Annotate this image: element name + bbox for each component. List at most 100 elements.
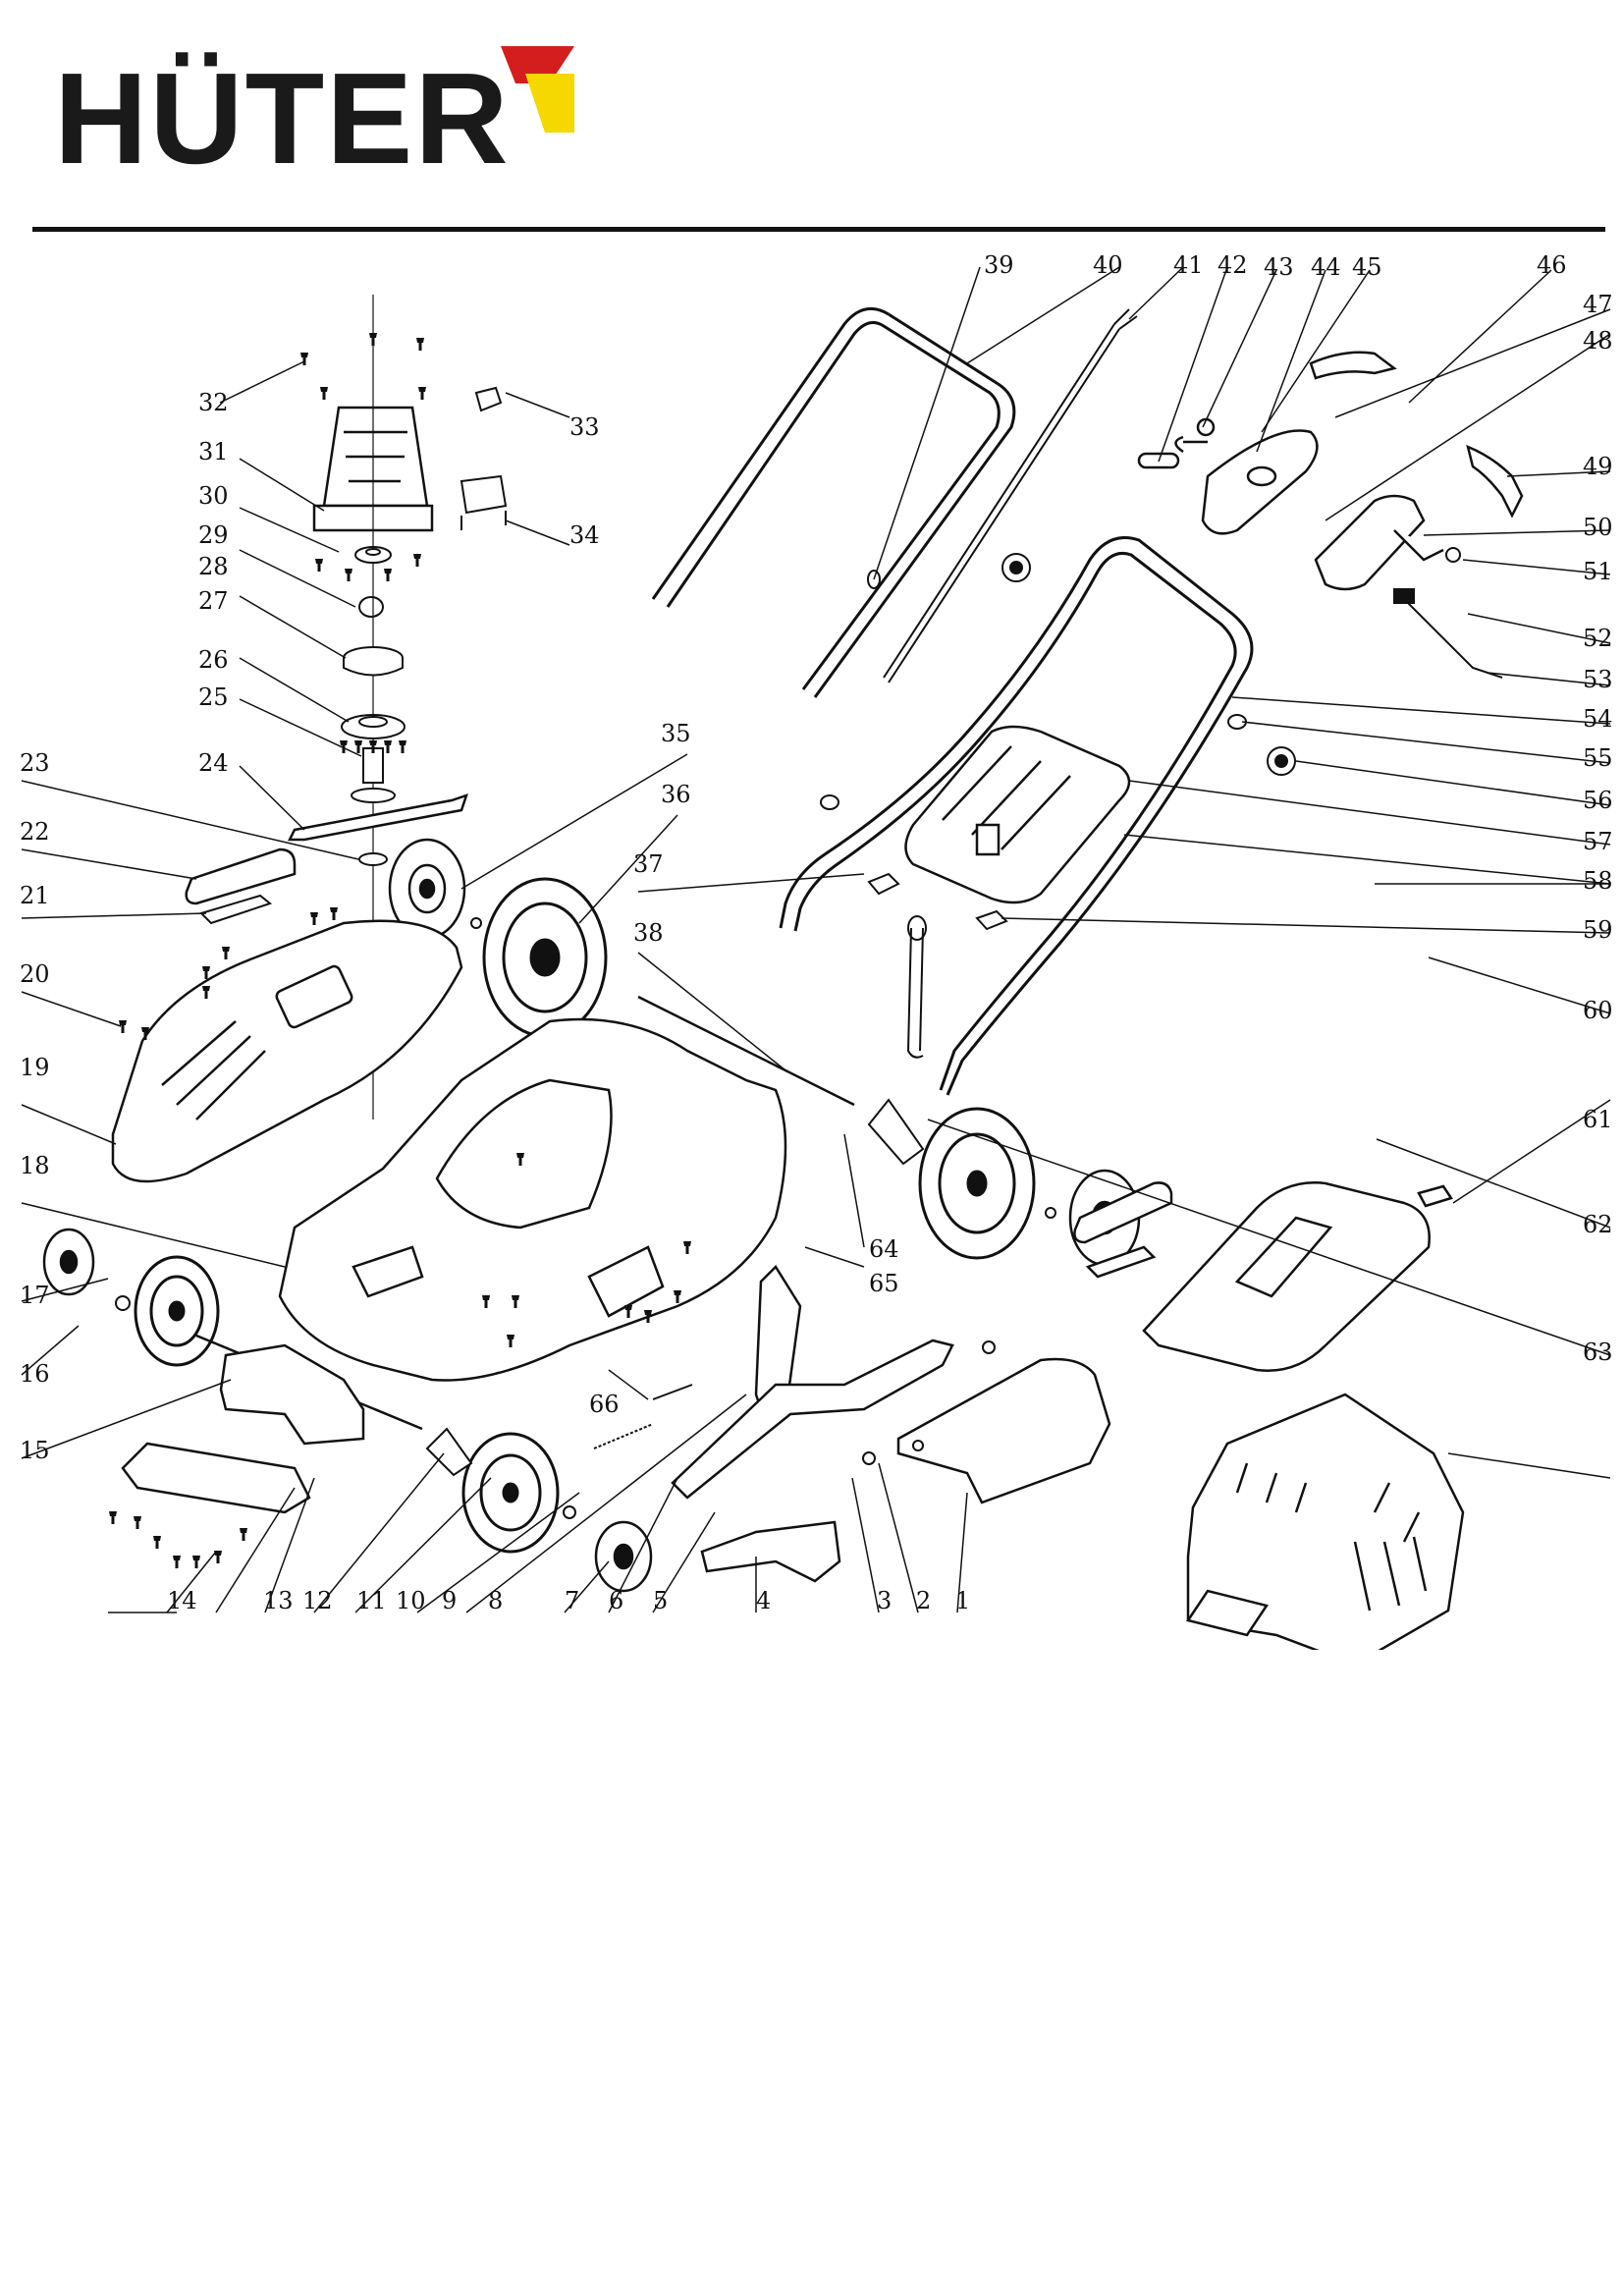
part-label-61: 61: [1583, 1106, 1613, 1133]
handle-knob-icon: [1001, 553, 1296, 776]
part-label-49: 49: [1583, 453, 1613, 480]
spring-10-66: [593, 1384, 693, 1449]
exploded-parts-diagram: 32 33 31 30 34 29 28 27 26 25 24 23 35 3…: [20, 251, 1613, 1650]
part-label-12: 12: [302, 1587, 333, 1614]
part-label-33: 33: [569, 413, 600, 441]
part-label-64: 64: [869, 1235, 899, 1263]
part-label-6: 6: [609, 1587, 623, 1614]
part-label-11: 11: [356, 1587, 387, 1614]
part-label-29: 29: [198, 521, 229, 549]
height-bracket-5: [671, 1339, 954, 1500]
part-label-16: 16: [20, 1360, 50, 1388]
part-label-9: 9: [442, 1587, 457, 1614]
part-label-22: 22: [20, 818, 50, 846]
part-label-15: 15: [20, 1437, 50, 1464]
bearing: [354, 546, 392, 564]
grass-box-lid-61: [1142, 1181, 1431, 1372]
part-label-47: 47: [1583, 291, 1613, 318]
part-label-13: 13: [263, 1587, 294, 1614]
part-label-8: 8: [488, 1587, 503, 1614]
part-label-54: 54: [1583, 705, 1613, 733]
grip-insert-21: [199, 894, 273, 925]
part-label-31: 31: [198, 438, 229, 465]
part-label-40: 40: [1093, 251, 1123, 279]
part-label-4: 4: [756, 1587, 771, 1614]
part-label-42: 42: [1217, 251, 1248, 279]
blade-washer: [358, 852, 388, 866]
part-label-24: 24: [198, 749, 229, 777]
part-label-26: 26: [198, 646, 229, 674]
capacitor: [460, 386, 508, 530]
part-label-2: 2: [916, 1587, 931, 1614]
part-label-18: 18: [20, 1152, 50, 1179]
wheel-16: [134, 1255, 220, 1367]
part-label-10: 10: [396, 1587, 426, 1614]
part-label-43: 43: [1264, 253, 1294, 281]
cable: [883, 308, 1138, 683]
part-label-3: 3: [877, 1587, 892, 1614]
wheel-rear-right: [918, 1107, 1036, 1260]
part-label-5: 5: [653, 1587, 668, 1614]
part-label-32: 32: [198, 389, 229, 416]
part-label-51: 51: [1583, 558, 1613, 585]
logo-flag-icon: [501, 46, 574, 133]
top-cover-19: [111, 919, 463, 1183]
part-label-30: 30: [198, 482, 229, 510]
part-label-36: 36: [661, 781, 691, 808]
part-label-28: 28: [198, 553, 229, 580]
wheel-36: [482, 877, 608, 1038]
part-label-19: 19: [20, 1054, 50, 1081]
part-label-34: 34: [569, 521, 600, 549]
rod-62: [906, 915, 927, 1059]
axle-38: [637, 995, 855, 1107]
part-label-21: 21: [20, 882, 50, 909]
part-label-20: 20: [20, 960, 50, 988]
part-label-65: 65: [869, 1270, 899, 1297]
part-label-57: 57: [1583, 828, 1613, 855]
wheel-cap-17: [42, 1228, 95, 1296]
fan: [343, 646, 404, 677]
part-labels: 32 33 31 30 34 29 28 27 26 25 24 23 35 3…: [20, 251, 1613, 1614]
wheel-35: [388, 838, 466, 940]
part-label-37: 37: [633, 850, 664, 878]
lower-handle: [779, 536, 1254, 1096]
part-label-53: 53: [1583, 666, 1613, 693]
handle-clip: [820, 570, 1247, 810]
rear-flap-1: [896, 1357, 1111, 1504]
header-divider: [32, 227, 1605, 232]
part-label-63: 63: [1583, 1339, 1613, 1366]
switch-base: [1314, 494, 1444, 591]
handle-latch: [867, 872, 1008, 931]
part-label-1: 1: [955, 1587, 970, 1614]
leader-lines: [21, 266, 1611, 1613]
part-label-44: 44: [1311, 253, 1341, 281]
switch-lever: [1309, 351, 1524, 519]
part-label-38: 38: [633, 919, 664, 947]
part-label-50: 50: [1583, 514, 1613, 541]
logo-text: HÜTER: [54, 46, 511, 191]
part-label-66: 66: [589, 1391, 620, 1418]
blade-hub: [351, 747, 396, 803]
part-label-17: 17: [20, 1282, 50, 1309]
part-label-55: 55: [1583, 744, 1613, 772]
part-label-41: 41: [1173, 251, 1204, 279]
blade: [287, 793, 468, 842]
part-label-7: 7: [565, 1587, 579, 1614]
handle-cover: [904, 725, 1131, 904]
part-label-58: 58: [1583, 867, 1613, 895]
grass-box-handle-60: [1073, 1181, 1453, 1279]
part-label-35: 35: [661, 720, 691, 747]
part-label-39: 39: [984, 251, 1014, 279]
upper-handle: [651, 306, 1016, 698]
part-label-25: 25: [198, 683, 229, 711]
switch-box: [1137, 417, 1319, 535]
guard-screws: [109, 1511, 247, 1568]
blade-adapter: [341, 714, 406, 739]
part-label-62: 62: [1583, 1211, 1613, 1238]
deck-18: [278, 1017, 787, 1382]
part-label-23: 23: [20, 749, 50, 777]
small-hardware: [115, 917, 1056, 1519]
part-label-14: 14: [167, 1587, 197, 1614]
plug: [1393, 547, 1503, 679]
grass-box-63: [1185, 1393, 1465, 1650]
